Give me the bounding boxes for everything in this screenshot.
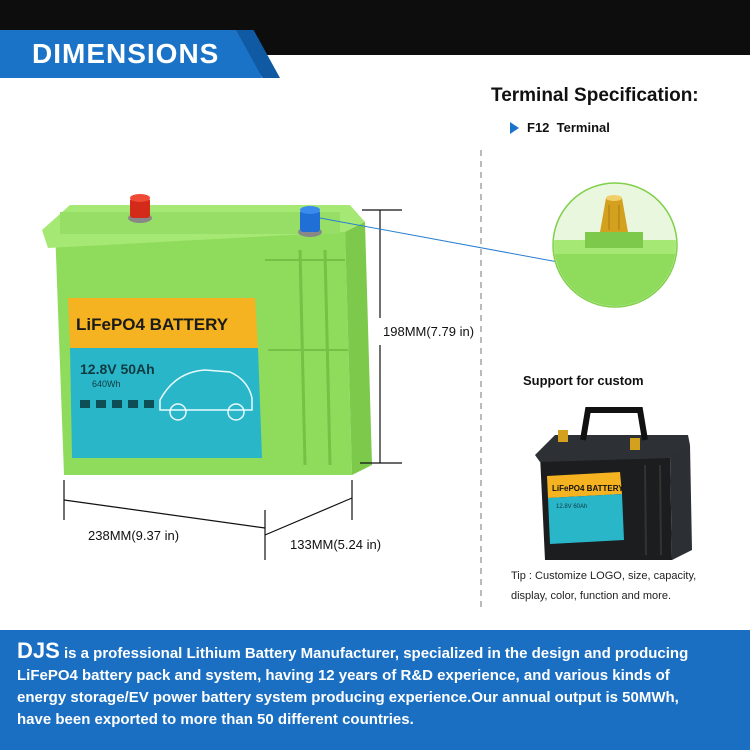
handle-icon xyxy=(580,407,648,441)
cert-icon xyxy=(128,400,138,408)
brass-terminal-icon xyxy=(600,198,628,232)
page-title: DIMENSIONS xyxy=(32,38,220,69)
battery-label-energy: 640Wh xyxy=(92,379,121,389)
battery-label-spec: 12.8V 50Ah xyxy=(80,361,155,377)
cert-icon xyxy=(96,400,106,408)
battery-label-title: LiFePO4 BATTERY xyxy=(76,315,229,334)
width-dimension-label: 133MM(5.24 in) xyxy=(290,537,382,552)
terminal-code: F12 xyxy=(527,120,550,135)
terminal-zoom xyxy=(552,182,678,308)
title-tab xyxy=(0,30,262,78)
terminal-spec-item: F12 Terminal xyxy=(510,120,610,135)
tip-line-2: display, color, function and more. xyxy=(511,590,671,602)
custom-battery: LiFePO4 BATTERY 12.8V 60Ah xyxy=(535,407,692,560)
brand-name: DJS xyxy=(17,638,60,663)
footer-line-3: energy storage/EV power battery system p… xyxy=(17,689,679,706)
support-custom-title: Support for custom xyxy=(523,373,644,388)
company-footer: DJS is a professional Lithium Battery Ma… xyxy=(0,630,750,750)
callout-line xyxy=(319,217,559,263)
tip-line-1: Tip : Customize LOGO, size, capacity, xyxy=(511,570,697,582)
positive-terminal-icon xyxy=(130,198,150,218)
mini-label-spec: 12.8V 60Ah xyxy=(556,504,587,510)
length-dimension-label: 238MM(9.37 in) xyxy=(88,528,180,543)
battery-side xyxy=(345,222,372,475)
cert-icon xyxy=(112,400,122,408)
mini-label-title: LiFePO4 BATTERY xyxy=(552,484,624,493)
cert-icon xyxy=(80,400,90,408)
cert-icon xyxy=(144,400,154,408)
width-dimension-lines xyxy=(264,480,353,536)
terminal-label: Terminal xyxy=(556,120,610,135)
footer-line-2: LiFePO4 battery pack and system, having … xyxy=(17,667,670,684)
label-yellow-band xyxy=(68,298,258,348)
height-dimension-lines xyxy=(360,209,402,464)
footer-line-1: DJS is a professional Lithium Battery Ma… xyxy=(17,638,689,663)
triangle-bullet-icon xyxy=(510,121,519,134)
terminal-spec-title: Terminal Specification: xyxy=(491,85,699,106)
footer-line-4: have been exported to more than 50 diffe… xyxy=(17,711,414,728)
height-dimension-label: 198MM(7.79 in) xyxy=(383,324,475,339)
custom-tip: Tip : Customize LOGO, size, capacity, di… xyxy=(511,566,736,606)
negative-terminal-icon xyxy=(300,210,320,232)
label-teal-panel xyxy=(70,348,262,458)
length-dimension-lines xyxy=(63,480,266,560)
car-icon xyxy=(159,369,253,421)
main-battery: LiFePO4 BATTERY 12.8V 50Ah 640Wh xyxy=(42,194,372,475)
battery-lid-top xyxy=(60,212,340,234)
